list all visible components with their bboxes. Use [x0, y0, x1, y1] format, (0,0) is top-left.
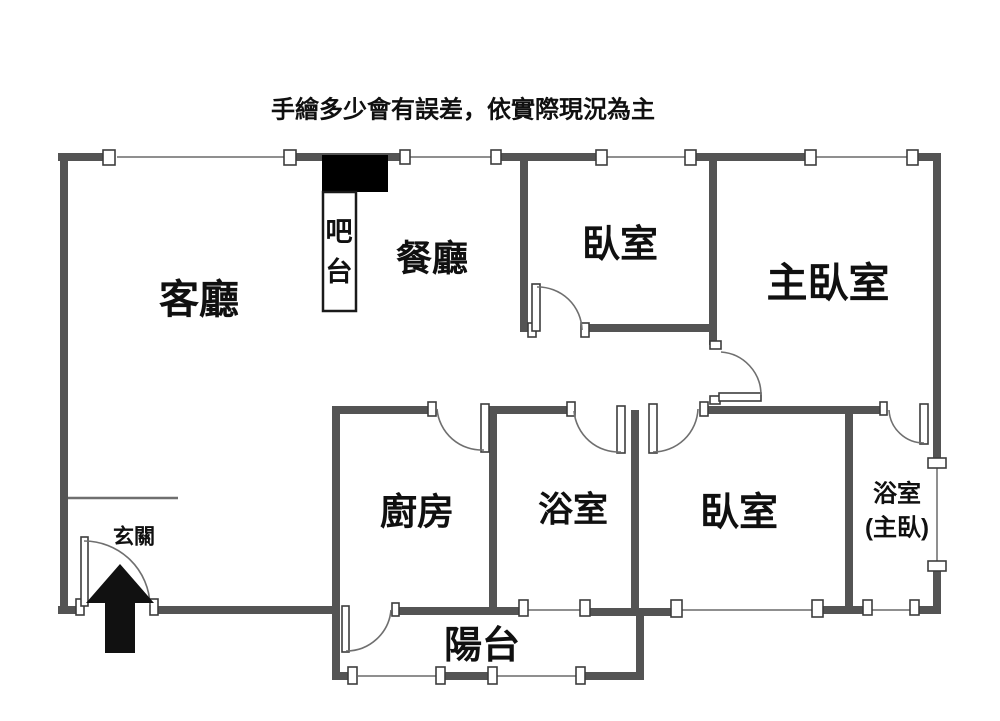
- wall-segment: [332, 408, 340, 680]
- door-swing-arc: [573, 410, 622, 453]
- wall-segment: [156, 606, 334, 614]
- wall-marker: [804, 149, 817, 166]
- wall-segment: [520, 158, 528, 332]
- wall-segment: [916, 153, 941, 161]
- wall-segment: [845, 410, 853, 612]
- wall-marker: [427, 401, 437, 417]
- door-swing-arc: [720, 351, 762, 396]
- door-leaf: [341, 605, 350, 653]
- wall-marker: [909, 599, 920, 616]
- door-swing-arc: [436, 408, 485, 451]
- room-label-bedroom-top: 臥室: [582, 223, 658, 266]
- wall-marker: [709, 340, 722, 350]
- wall-marker: [927, 457, 947, 469]
- wall-marker: [595, 149, 608, 166]
- room-label-bar-counter-char-1: 台: [326, 256, 353, 287]
- wall-segment: [933, 566, 941, 614]
- door-leaf: [718, 392, 762, 402]
- wall-marker: [283, 149, 297, 166]
- wall-segment: [58, 606, 80, 614]
- door-leaf: [80, 536, 89, 607]
- wall-segment: [500, 153, 600, 161]
- wall-segment: [588, 324, 717, 332]
- wall-marker: [435, 666, 446, 685]
- room-label-master-bedroom: 主臥室: [767, 260, 890, 306]
- door-swing-arc: [83, 540, 151, 606]
- wall-marker: [879, 401, 888, 416]
- wall-marker: [862, 599, 873, 616]
- wall-marker: [149, 598, 159, 616]
- wall-marker: [699, 401, 709, 417]
- room-label-kitchen: 廚房: [380, 491, 454, 533]
- room-label-bedroom-bottom: 臥室: [700, 492, 778, 535]
- door-leaf: [616, 405, 626, 454]
- wall-segment: [631, 410, 639, 616]
- room-label-living-room: 客廳: [159, 277, 239, 322]
- room-label-dining-room: 餐廳: [396, 238, 468, 279]
- wall-segment: [487, 406, 570, 414]
- wall-segment: [332, 672, 352, 680]
- room-label-bar-counter-char-0: 吧: [326, 217, 353, 247]
- wall-segment: [704, 406, 884, 414]
- wall-segment: [58, 153, 110, 161]
- door-leaf: [648, 403, 658, 454]
- room-label-master-bathroom: 浴室: [873, 480, 921, 508]
- door-leaf: [919, 403, 929, 445]
- wall-marker: [487, 666, 498, 685]
- wall-segment: [588, 608, 672, 616]
- wall-marker: [102, 149, 116, 166]
- wall-segment: [584, 672, 644, 680]
- wall-segment: [397, 607, 523, 615]
- bar-counter-top: [322, 155, 388, 192]
- wall-marker: [906, 149, 919, 166]
- wall-marker: [490, 149, 502, 165]
- door-swing-arc: [652, 408, 699, 453]
- wall-segment: [933, 153, 941, 463]
- wall-segment: [695, 153, 809, 161]
- wall-marker: [580, 322, 590, 338]
- wall-segment: [636, 610, 644, 680]
- wall-marker: [811, 599, 824, 618]
- door-leaf: [531, 283, 541, 332]
- wall-marker: [579, 599, 591, 617]
- door-swing-arc: [888, 409, 925, 444]
- wall-segment: [445, 672, 492, 680]
- door-leaf: [480, 403, 490, 453]
- room-label-master-bathroom-line2: (主臥): [865, 515, 929, 542]
- entrance-arrow: [86, 564, 154, 653]
- wall-marker: [670, 599, 683, 618]
- bar-counter-body: [321, 190, 358, 313]
- wall-marker: [399, 149, 411, 165]
- wall-segment: [60, 153, 68, 614]
- wall-marker: [391, 602, 400, 617]
- wall-segment: [918, 606, 941, 614]
- wall-marker: [684, 149, 697, 166]
- door-swing-arc: [536, 286, 583, 331]
- wall-marker: [518, 599, 529, 617]
- room-label-bathroom: 浴室: [538, 490, 608, 530]
- wall-marker: [347, 666, 358, 685]
- wall-segment: [489, 410, 497, 613]
- room-label-balcony: 陽台: [444, 625, 520, 667]
- door-swing-arc: [345, 609, 392, 652]
- wall-marker: [927, 560, 947, 572]
- wall-segment: [709, 158, 717, 345]
- wall-marker: [575, 666, 586, 685]
- wall-marker: [566, 401, 576, 417]
- wall-marker: [75, 598, 85, 616]
- wall-segment: [332, 406, 432, 414]
- disclaimer-note: 手繪多少會有誤差，依實際現況為主: [271, 96, 655, 124]
- room-label-entryway: 玄關: [113, 525, 155, 549]
